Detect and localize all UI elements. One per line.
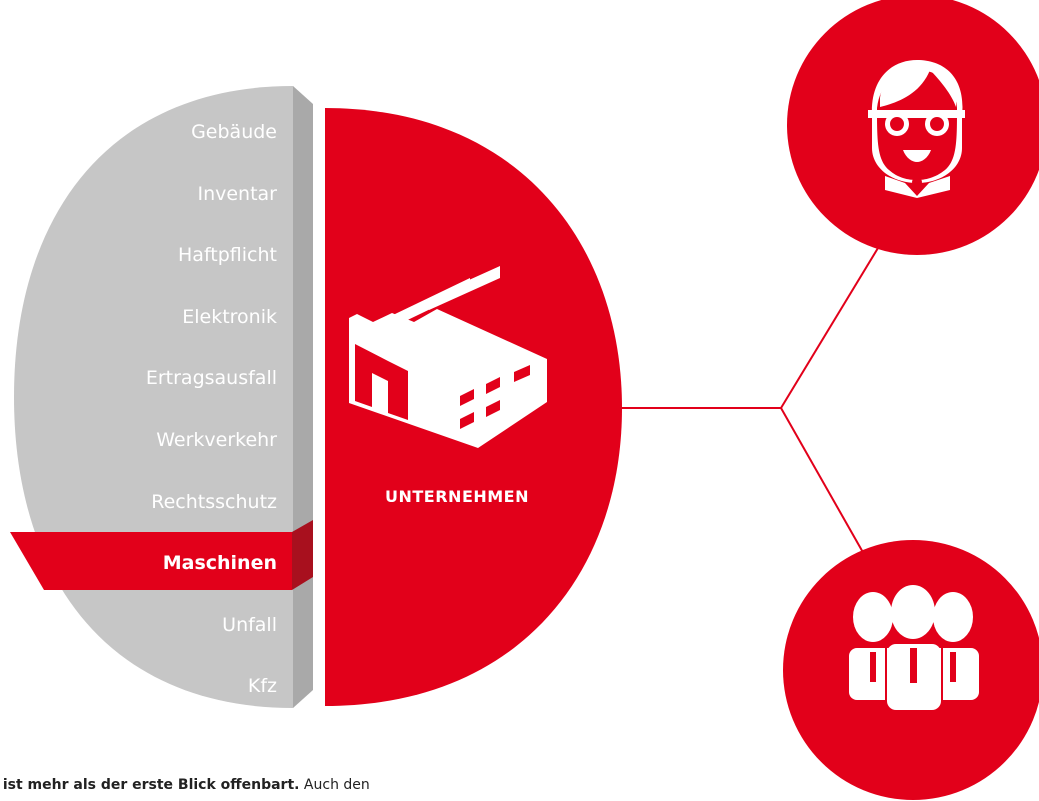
menu-item-ertragsausfall[interactable]: Ertragsausfall [146, 367, 277, 389]
caption-strong: n ist mehr als der erste Blick offenbart… [0, 777, 300, 793]
insurance-panel: GebäudeInventarHaftpflichtElektronikErtr… [10, 86, 313, 708]
manager-icon [868, 60, 965, 198]
caption-text: n ist mehr als der erste Blick offenbart… [0, 775, 560, 795]
company-block: UNTERNEHMEN [325, 108, 622, 706]
menu-item-maschinen[interactable]: Maschinen [163, 552, 277, 574]
menu-item-rechtsschutz[interactable]: Rechtsschutz [151, 491, 277, 513]
active-band [10, 532, 292, 590]
insurance-menu: GebäudeInventarHaftpflichtElektronikErtr… [146, 121, 277, 697]
menu-item-geb-ude[interactable]: Gebäude [191, 121, 277, 143]
panel-spine [293, 86, 313, 708]
connector-line-top [780, 247, 879, 409]
caption-rest: Auch den [299, 777, 370, 793]
active-band-edge [292, 520, 313, 590]
connector-line-bottom [780, 407, 874, 571]
menu-item-unfall[interactable]: Unfall [222, 614, 277, 636]
employees-ties [870, 640, 956, 710]
menu-item-elektronik[interactable]: Elektronik [182, 306, 277, 328]
menu-item-werkverkehr[interactable]: Werkverkehr [156, 429, 277, 451]
manager-node[interactable] [787, 0, 1039, 255]
employees-node[interactable] [783, 540, 1039, 800]
factory-details [355, 344, 530, 429]
company-label: UNTERNEHMEN [385, 487, 529, 506]
menu-item-kfz[interactable]: Kfz [248, 675, 277, 697]
menu-item-inventar[interactable]: Inventar [197, 183, 277, 205]
connector-lines [622, 247, 879, 571]
menu-item-haftpflicht[interactable]: Haftpflicht [178, 244, 277, 266]
